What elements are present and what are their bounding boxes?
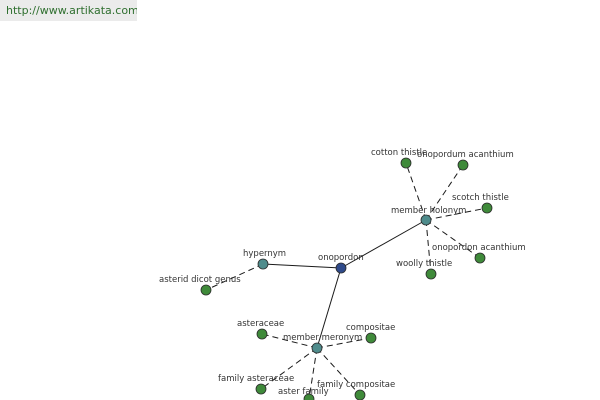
- leaf-label-woolly-thistle[interactable]: woolly thistle: [396, 259, 452, 269]
- leaf-node-asterid-dicot-genus[interactable]: [200, 284, 212, 296]
- leaf-node-compositae[interactable]: [365, 332, 377, 344]
- leaf-label-compositae[interactable]: compositae: [346, 323, 395, 333]
- leaf-label-family-compositae[interactable]: family compositae: [317, 380, 395, 390]
- edge-member-meronym-family-compositae: [316, 347, 361, 396]
- center-label[interactable]: onopordon: [318, 253, 364, 263]
- leaf-label-aster-family[interactable]: aster family: [278, 387, 329, 397]
- edge-member-meronym-family-asteraceae: [260, 347, 318, 390]
- leaf-label-onopordon-acanthium[interactable]: onopordon acanthium: [432, 243, 526, 253]
- leaf-node-scotch-thistle[interactable]: [481, 202, 493, 214]
- leaf-node-aster-family[interactable]: [303, 393, 315, 400]
- edge-center-member-meronym: [316, 267, 342, 349]
- leaf-label-asteraceae[interactable]: asteraceae: [237, 319, 284, 329]
- center-node-onopordon[interactable]: [335, 262, 347, 274]
- edge-hypernym-asterid-dicot-genus: [205, 263, 264, 291]
- relation-label-member-holonym[interactable]: member holonym: [391, 206, 466, 216]
- relation-label-member-meronym[interactable]: member meronym: [283, 333, 362, 343]
- leaf-node-asteraceae[interactable]: [256, 328, 268, 340]
- edge-member-meronym-compositae: [316, 337, 372, 349]
- leaf-node-onopordon-acanthium[interactable]: [474, 252, 486, 264]
- edge-member-holonym-scotch-thistle: [425, 207, 488, 221]
- edge-member-meronym-aster-family: [308, 347, 318, 400]
- edge-member-holonym-onopordon-acanthium: [425, 219, 481, 259]
- source-url-link[interactable]: http://www.artikata.com: [0, 0, 137, 21]
- leaf-node-onopordum-acanthium-1[interactable]: [457, 159, 469, 171]
- leaf-node-cotton-thistle[interactable]: [400, 157, 412, 169]
- edge-center-hypernym: [262, 263, 342, 269]
- leaf-label-scotch-thistle[interactable]: scotch thistle: [452, 193, 509, 203]
- relation-node-member-meronym[interactable]: [311, 342, 323, 354]
- leaf-node-woolly-thistle[interactable]: [425, 268, 437, 280]
- leaf-label-asterid-dicot-genus[interactable]: asterid dicot genus: [159, 275, 241, 285]
- graph-labels: onopordon hypernym member holonym member me…: [159, 148, 526, 397]
- leaf-label-cotton-thistle[interactable]: cotton thistle: [371, 148, 427, 158]
- leaf-label-onopordum-acanthium-1[interactable]: onopordum acanthium: [417, 150, 514, 160]
- edge-member-holonym-onopordum-acanthium-1: [425, 164, 464, 221]
- leaf-label-family-asteraceae[interactable]: family asteraceae: [218, 374, 294, 384]
- relation-node-hypernym[interactable]: [257, 258, 269, 270]
- graph-edges: [205, 162, 488, 400]
- edge-member-holonym-cotton-thistle: [405, 162, 427, 221]
- edge-center-member-holonym: [340, 219, 427, 269]
- leaf-node-family-compositae[interactable]: [354, 389, 366, 400]
- leaf-node-family-asteraceae[interactable]: [255, 383, 267, 395]
- graph-nodes: [200, 157, 493, 400]
- edge-member-holonym-woolly-thistle: [425, 219, 432, 275]
- relation-node-member-holonym[interactable]: [420, 214, 432, 226]
- relation-label-hypernym[interactable]: hypernym: [243, 249, 286, 259]
